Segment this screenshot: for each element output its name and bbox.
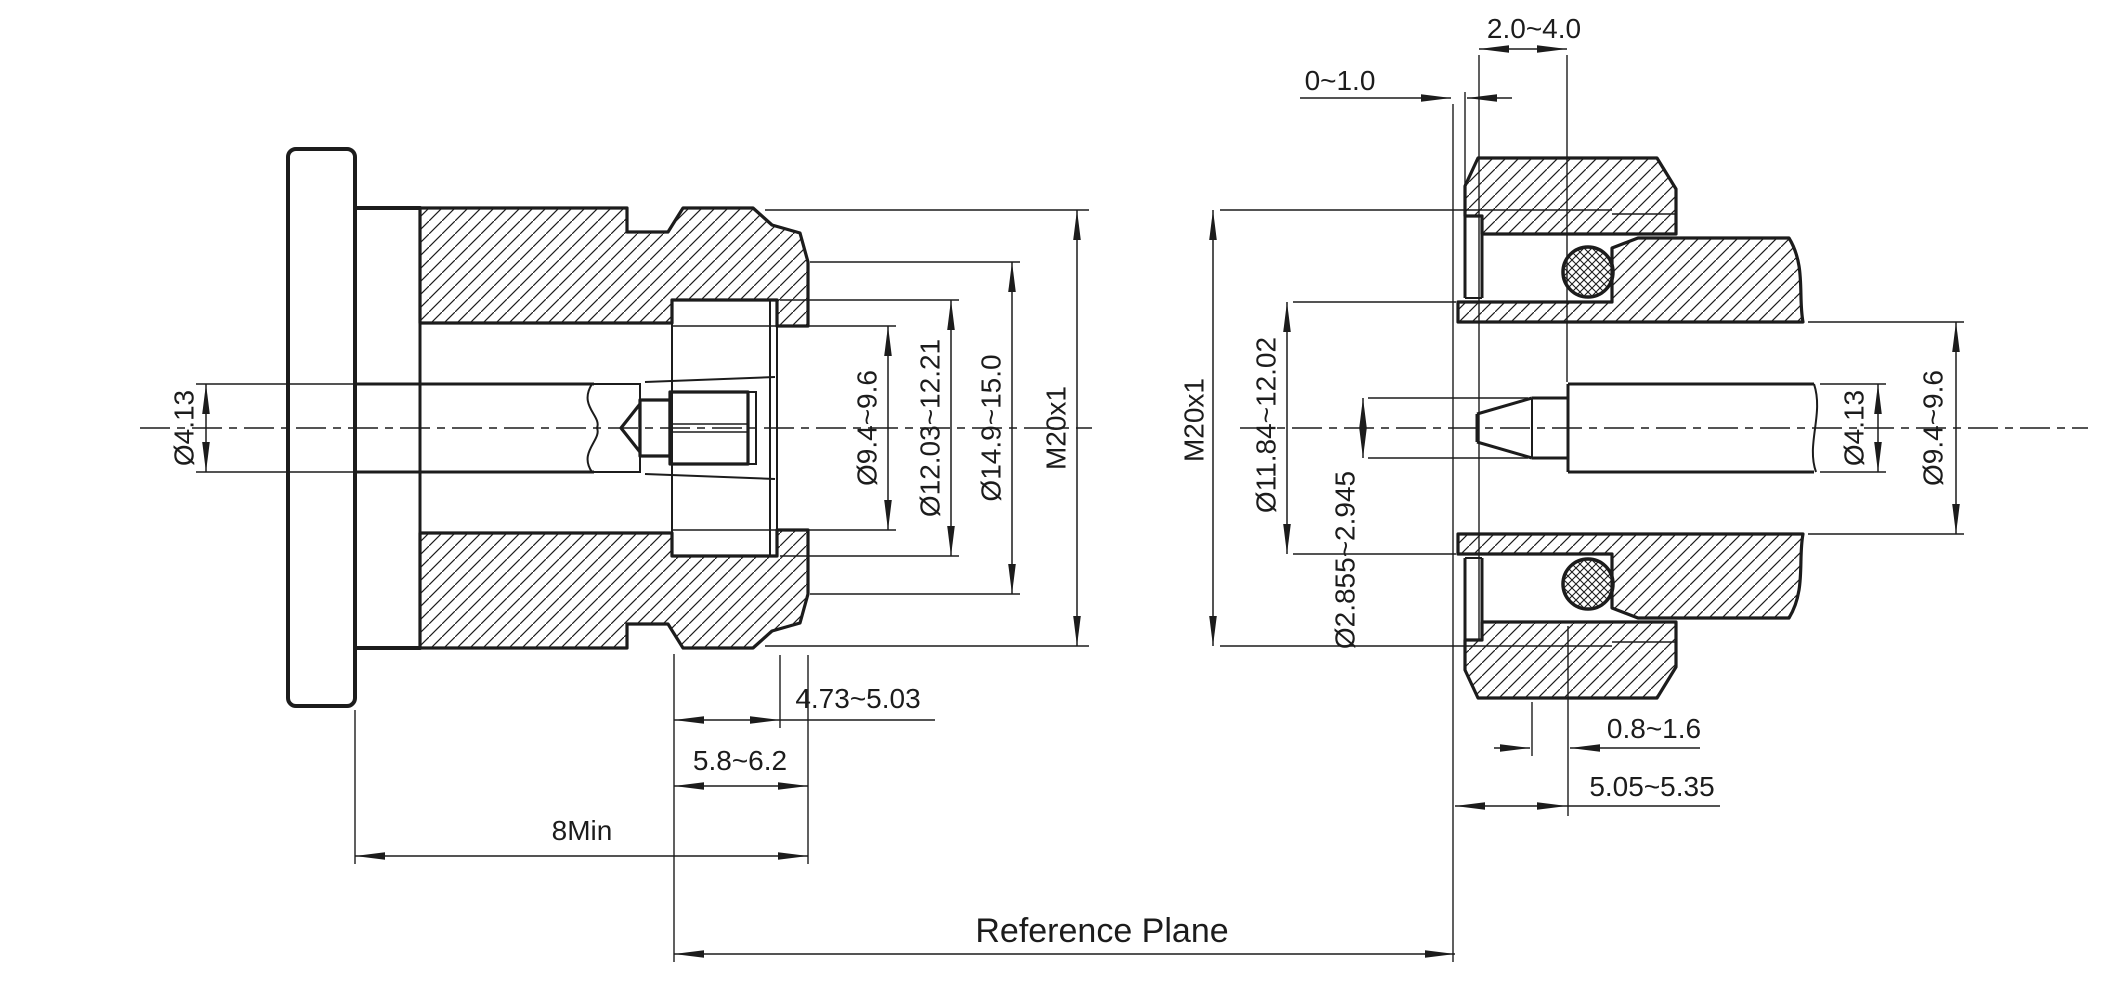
local-section-patch [586,383,641,473]
dim-label-ref-to-face: 5.8~6.2 [693,745,787,776]
plug-body-upper [1456,236,1805,324]
o-ring-lower [1561,557,1615,611]
dim-label-right-thread: M20x1 [1178,378,1209,462]
dim-right-nut-face: 2.0~4.0 [1478,13,1581,640]
dim-label-right-bore: Ø4.13 [1838,390,1869,466]
dim-right-thread: M20x1 [1178,209,1612,647]
reference-plane-label: Reference Plane [975,912,1228,950]
pin-cone-top [1476,396,1533,416]
dim-right-bore: Ø4.13 [1820,383,1886,473]
dim-left-bore: Ø4.13 [168,383,356,473]
body-section-upper [418,206,810,328]
pin-cone-bottom [1476,440,1533,460]
dim-label-front-od: Ø14.9~15.0 [975,354,1006,501]
dim-label-left-thread: M20x1 [1040,386,1071,470]
dim-label-ref-depth: 5.05~5.35 [1589,771,1714,802]
dim-left-socket-bore: Ø9.4~9.6 [780,325,896,531]
dim-left-bottom: 4.73~5.03 5.8~6.2 8Min [354,654,935,962]
dim-right-bottom: 0.8~1.6 5.05~5.35 [1455,626,1720,816]
collet-finger-top [644,376,776,383]
collet-finger-bottom [644,473,776,480]
dim-label-nut-play: 0~1.0 [1305,65,1376,96]
right-view: 0~1.0 2.0~4.0 M20x1 Ø11.84~12.02 Ø2.855~… [1178,13,2088,962]
dim-label-ref-to-shoulder: 4.73~5.03 [795,683,920,714]
dim-label-left-bore: Ø4.13 [168,390,199,466]
dim-label-inner-bore: Ø9.4~9.6 [1917,370,1948,486]
dim-label-pin-recess: 0.8~1.6 [1607,713,1701,744]
dim-right-pin: Ø2.855~2.945 [1329,397,1528,649]
dim-right-outer-od: Ø11.84~12.02 [1250,301,1456,555]
plug-body-lower [1456,532,1805,620]
dim-label-outer-od: Ø11.84~12.02 [1250,337,1281,513]
dim-label-nut-face: 2.0~4.0 [1487,13,1581,44]
dim-label-flange-length: 8Min [552,815,613,846]
reference-plane-dim: Reference Plane [674,912,1455,958]
dim-right-inner-bore: Ø9.4~9.6 [1808,321,1964,535]
coupling-nut-lower [1463,620,1678,700]
dim-right-nut-play: 0~1.0 [1300,65,1512,962]
left-view: Ø4.13 Ø9.4~9.6 Ø12.03~12.21 Ø14.9~15.0 M… [140,147,1092,962]
o-ring-upper [1561,245,1615,299]
dim-left-front-od: Ø14.9~15.0 [810,261,1020,595]
body-section-lower [418,528,810,650]
dim-left-insulator-bore: Ø12.03~12.21 [780,299,959,557]
dim-label-insulator-bore: Ø12.03~12.21 [914,339,945,517]
dim-label-pin: Ø2.855~2.945 [1329,471,1360,649]
dim-label-socket-bore: Ø9.4~9.6 [851,370,882,486]
coupling-nut-upper [1463,156,1678,236]
dim-left-thread: M20x1 [765,209,1089,647]
